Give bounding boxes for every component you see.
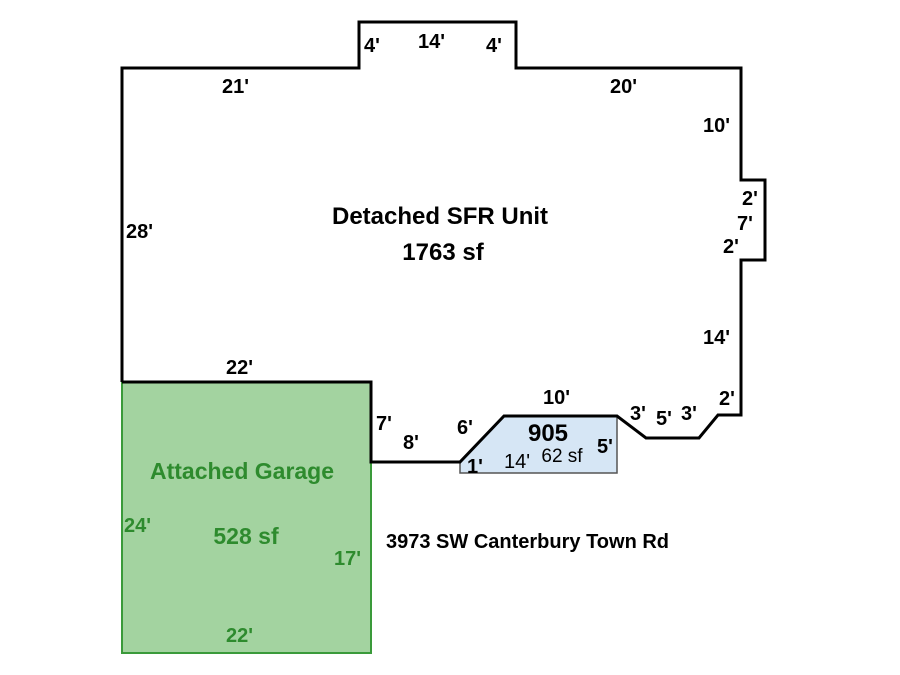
dim-label: 14' — [703, 327, 730, 349]
garage-dimension-labels: 24' 17' 22' — [124, 515, 361, 647]
dim-label: 5' — [597, 436, 613, 458]
dim-label: 22' — [226, 357, 253, 379]
dim-label: 22' — [226, 625, 253, 647]
garage-name: Attached Garage — [150, 458, 334, 484]
dim-label: 6' — [457, 417, 473, 439]
dimension-labels: 21' 4' 14' 4' 20' 10' 2' 7' 2' 28' 14' 2… — [126, 31, 758, 478]
porch-label: 905 — [528, 420, 568, 447]
dim-label: 7' — [737, 213, 753, 235]
dim-label: 7' — [376, 413, 392, 435]
dim-label: 5' — [656, 408, 672, 430]
dim-label: 28' — [126, 221, 153, 243]
dim-label: 2' — [719, 388, 735, 410]
dim-label: 24' — [124, 515, 151, 537]
dim-label: 8' — [403, 432, 419, 454]
main-unit-outline — [120, 20, 767, 464]
dim-label: 14' — [418, 31, 445, 53]
dim-label: 3' — [630, 403, 646, 425]
dim-label: 14' — [504, 451, 530, 473]
garage-area — [121, 381, 372, 654]
dim-label: 17' — [334, 548, 361, 570]
porch-area-label: 62 sf — [541, 446, 583, 467]
main-unit-area: 1763 sf — [402, 239, 484, 266]
dim-label: 10' — [543, 387, 570, 409]
dim-label: 10' — [703, 115, 730, 137]
address: 3973 SW Canterbury Town Rd — [386, 531, 669, 553]
garage-area-label: 528 sf — [213, 523, 279, 549]
dim-label: 4' — [364, 35, 380, 57]
dim-label: 2' — [742, 188, 758, 210]
dim-label: 4' — [486, 35, 502, 57]
dim-label: 2' — [723, 236, 739, 258]
main-unit-name: Detached SFR Unit — [332, 203, 548, 230]
dim-label: 21' — [222, 76, 249, 98]
dim-label: 1' — [467, 456, 483, 478]
dim-label: 20' — [610, 76, 637, 98]
dim-label: 3' — [681, 403, 697, 425]
